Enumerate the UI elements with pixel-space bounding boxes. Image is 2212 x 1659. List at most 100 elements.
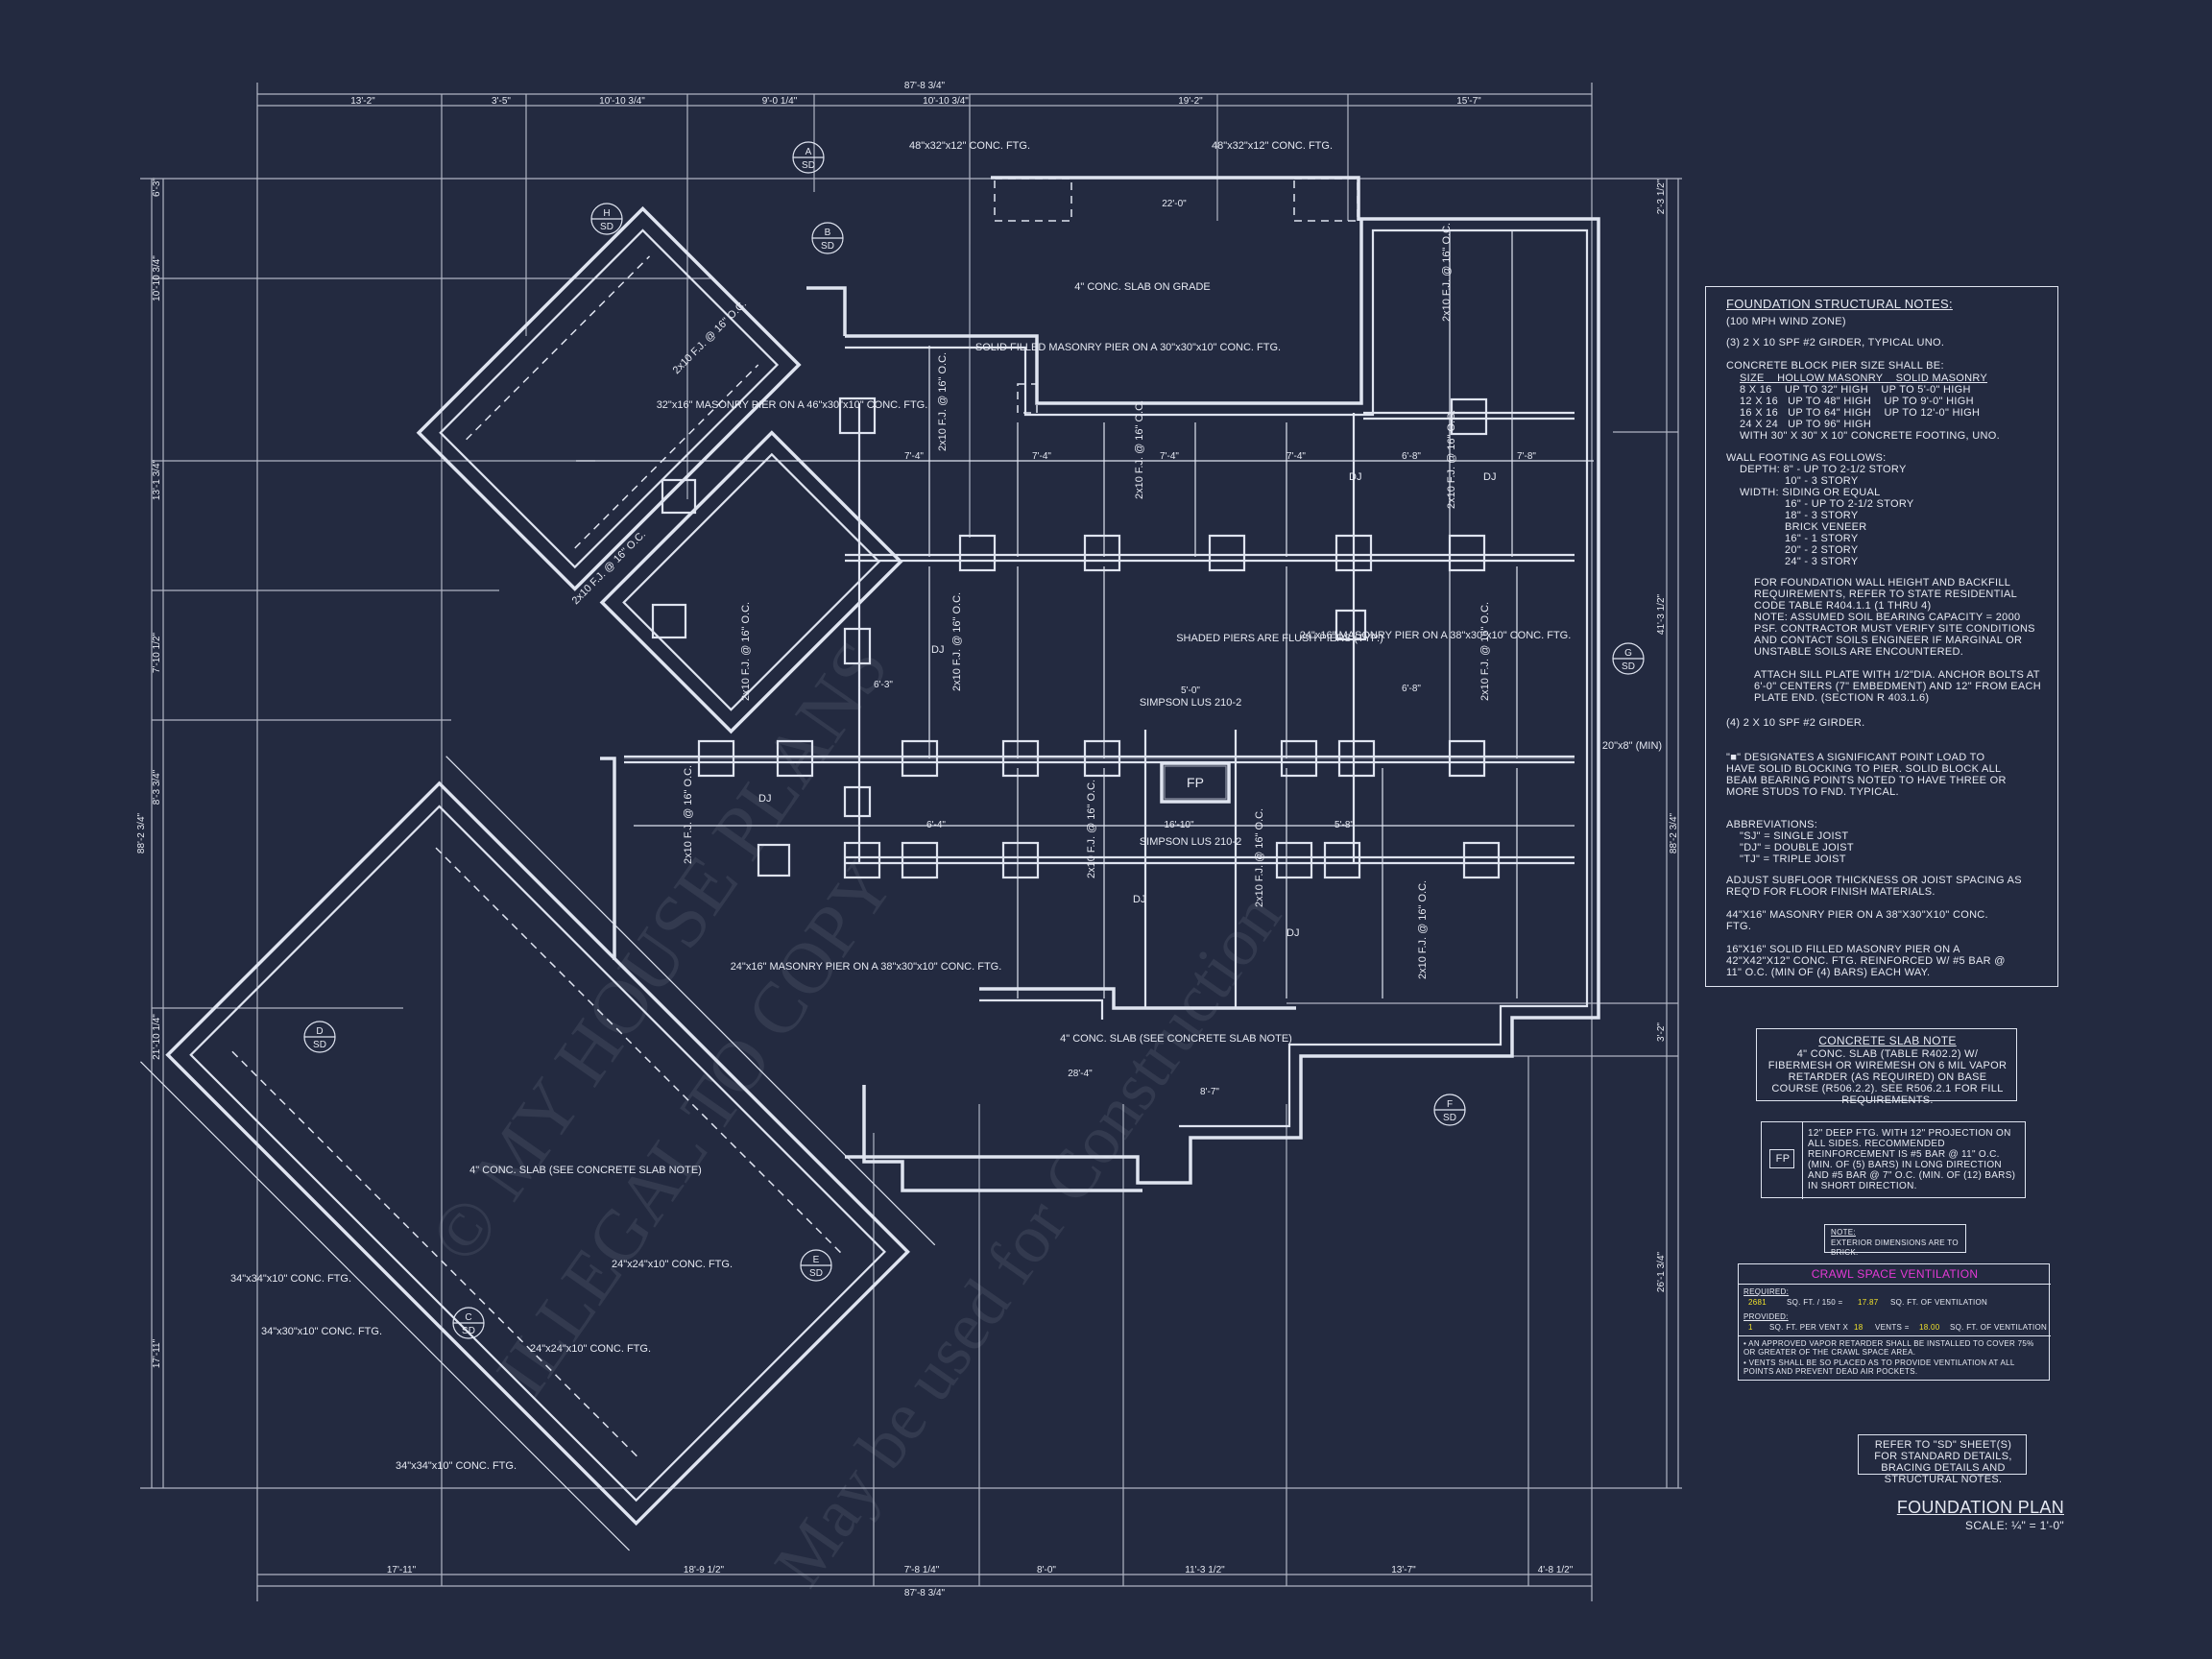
dim-right-3: 26'-1 3/4"	[1656, 1251, 1667, 1292]
note-3d: WIDTH: SIDING OR EQUAL	[1740, 487, 1881, 498]
notes-heading: FOUNDATION STRUCTURAL NOTES:	[1726, 297, 1953, 311]
label-dj-1: DJ	[1349, 471, 1361, 483]
label-joist-7: 2x10 F.J. @ 16" O.C.	[1479, 602, 1491, 701]
note-3i: 20" - 2 STORY	[1785, 544, 1859, 556]
note-2a: CONCRETE BLOCK PIER SIZE SHALL BE:	[1726, 360, 1944, 372]
section-tags: ASD BSD HSD GSD DSD CSD ESD FSD	[303, 141, 1645, 1339]
piers	[651, 397, 1501, 879]
label-pier-24b: 24"x16" MASONRY PIER ON A 38"x30"x10" CO…	[731, 961, 1002, 973]
dim-inner-10: 6'-4"	[926, 820, 946, 830]
dim-left-5: 21'-10 1/4"	[152, 1014, 162, 1060]
dim-left-total: 88'-2 3/4"	[136, 812, 147, 854]
dim-right-2: 3'-2"	[1656, 1022, 1667, 1042]
label-ftg-b: 48"x32"x12" CONC. FTG.	[1212, 140, 1333, 152]
fp-tag: FP	[1769, 1149, 1794, 1168]
dim-inner-4: 7'-4"	[1286, 451, 1306, 462]
note-3a: WALL FOOTING AS FOLLOWS:	[1726, 452, 1887, 464]
garage-wing	[140, 756, 936, 1551]
svg-text:H: H	[603, 208, 610, 219]
dim-top-total: 87'-8 3/4"	[904, 81, 946, 91]
label-joist-11: 2x10 F.J. @ 16" O.C.	[683, 765, 694, 864]
dim-inner-7: 5'-0"	[1181, 685, 1200, 696]
label-min: 20"x8" (MIN)	[1602, 740, 1662, 752]
dim-bottom-4: 11'-3 1/2"	[1185, 1565, 1225, 1575]
main-walls	[600, 176, 1600, 1192]
dim-inner-11: 5'-8"	[1334, 820, 1354, 830]
label-dj-2: DJ	[1483, 471, 1496, 483]
label-joist-1: 2x10 F.J. @ 16" O.C.	[1441, 223, 1453, 322]
dim-right-total: 88'-2 3/4"	[1669, 812, 1679, 854]
svg-text:SD: SD	[600, 222, 613, 232]
label-joist-6: 2x10 F.J. @ 16" O.C.	[951, 592, 963, 691]
dim-bottom-1: 18'-9 1/2"	[684, 1565, 725, 1575]
dim-inner-6: 6'-8"	[1402, 451, 1421, 462]
section-tag-b: BSD	[811, 222, 844, 254]
dim-bottom-6: 4'-8 1/2"	[1538, 1565, 1574, 1575]
label-joist-3: 2x10 F.J. @ 16" O.C.	[1134, 400, 1145, 499]
page-title: FOUNDATION PLAN	[1896, 1498, 2064, 1517]
section-tag-e: ESD	[800, 1249, 832, 1282]
crawl-space-ventilation: CRAWL SPACE VENTILATION REQUIRED: 2681 S…	[1738, 1263, 2051, 1381]
note-2r2: 12 x 16 UP TO 48" HIGH UP TO 9'-0" HIGH	[1740, 396, 1974, 407]
structural-notes-panel: FOUNDATION STRUCTURAL NOTES: (100 MPH WI…	[1705, 286, 2058, 987]
dim-inner-9: 6'-3"	[874, 680, 893, 690]
dim-top-5: 19'-2"	[1178, 96, 1203, 107]
dim-bottom-5: 13'-7"	[1391, 1565, 1416, 1575]
dim-left-0: 6'-3"	[152, 178, 162, 197]
label-joist-9: 2x10 F.J. @ 16" O.C.	[1254, 808, 1265, 907]
dim-right-0: 2'-3 1/2"	[1656, 179, 1667, 214]
dim-inner-2: 7'-4"	[1032, 451, 1051, 462]
section-tag-d: D SD	[303, 1021, 336, 1053]
slab-note-body: 4" CONC. SLAB (TABLE R402.2) w/ FIBERMES…	[1767, 1048, 2008, 1106]
label-joist-13: 2x10 F.J. @ 16" O.C.	[671, 299, 749, 376]
dim-inner-5: 7'-8"	[1517, 451, 1536, 462]
northwest-wing	[416, 205, 903, 734]
note-1: (3) 2 x 10 SPF #2 GIRDER, TYPICAL UNO.	[1726, 337, 1945, 349]
note-p1: FOR FOUNDATION WALL HEIGHT AND BACKFILL …	[1754, 577, 2017, 612]
dim-top-3: 9'-0 1/4"	[762, 96, 798, 107]
slab-note-title: CONCRETE SLAB NOTE	[1818, 1034, 1957, 1047]
note-p2: NOTE: ASSUMED SOIL BEARING CAPACITY = 20…	[1754, 612, 2035, 658]
dimension-grid	[140, 83, 1682, 1601]
note-2r5: WITH 30" x 30" x 10" CONCRETE FOOTING, U…	[1740, 430, 2000, 442]
note-p3: ATTACH SILL PLATE WITH 1/2"dia. ANCHOR B…	[1754, 669, 2041, 704]
dim-inner-3: 7'-4"	[1160, 451, 1179, 462]
label-slab-see-2: 4" CONC. SLAB (SEE CONCRETE SLAB NOTE)	[469, 1165, 702, 1176]
svg-text:SD: SD	[313, 1040, 326, 1050]
svg-text:D: D	[316, 1026, 323, 1037]
label-shaded: SHADED PIERS ARE FLUSH PIERS (TYP.)	[1176, 633, 1383, 644]
plan-labels: 4" CONC. SLAB ON GRADE 48"x32"x12" CONC.…	[230, 140, 1662, 1472]
dim-inner-14: 8'-7"	[1200, 1087, 1219, 1097]
dim-inner-13: 28'-4"	[1068, 1069, 1093, 1079]
note-2cols: SIZE HOLLOW MASONRY SOLID MASONRY	[1740, 373, 1988, 384]
svg-text:SD: SD	[802, 160, 815, 171]
refer-note: REFER TO "SD" SHEET(S) FOR STANDARD DETA…	[1858, 1434, 2027, 1485]
dim-top-6: 15'-7"	[1456, 96, 1481, 107]
label-dj-3: DJ	[931, 644, 944, 656]
label-dj-6: DJ	[758, 793, 771, 805]
note-3h: 16" - 1 STORY	[1785, 533, 1859, 544]
note-2r4: 24 x 24 UP TO 96" HIGH	[1740, 419, 1872, 430]
note-3j: 24" - 3 STORY	[1785, 556, 1859, 567]
label-pier-32: 32"x16" MASONRY PIER ON A 46"x30"x10" CO…	[657, 399, 928, 411]
label-ftg34-a: 34"x34"x10" CONC. FTG.	[230, 1273, 351, 1285]
svg-text:SD: SD	[462, 1326, 475, 1336]
note-6b: "DJ" = DOUBLE JOIST	[1740, 842, 1854, 854]
dim-left-6: 17'-11"	[152, 1338, 162, 1368]
note-5: "■" DESIGNATES A SIGNIFICANT POINT LOAD …	[1726, 752, 2007, 798]
dim-bottom-0: 17'-11"	[387, 1565, 417, 1575]
label-ftg34-c: 34"x34"x10" CONC. FTG.	[396, 1460, 517, 1472]
fp-note: FP 12" DEEP FTG. WITH 12" PROJECTION ON …	[1761, 1121, 2026, 1199]
svg-text:C: C	[465, 1312, 471, 1323]
note-3b: DEPTH: 8" - UP TO 2-1/2 STORY	[1740, 464, 1907, 475]
label-fp: FP	[1187, 775, 1204, 790]
note-9: 16"x16" SOLID FILLED MASONRY PIER ON A 4…	[1726, 944, 2006, 978]
label-ftg-a: 48"x32"x12" CONC. FTG.	[909, 140, 1030, 152]
dim-bottom-2: 7'-8 1/4"	[904, 1565, 940, 1575]
svg-text:G: G	[1624, 648, 1632, 659]
note-8: 44"X16" MASONRY PIER ON A 38"X30"X10" CO…	[1726, 909, 1988, 932]
note-6a: "SJ" = SINGLE JOIST	[1740, 830, 1849, 842]
label-ftg34-b: 34"x30"x10" CONC. FTG.	[261, 1326, 382, 1337]
label-joist-8: 2x10 F.J. @ 16" O.C.	[1086, 780, 1097, 878]
